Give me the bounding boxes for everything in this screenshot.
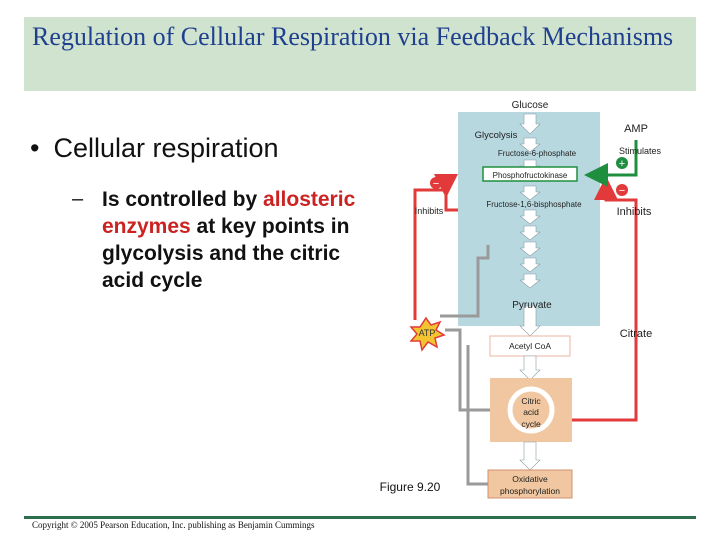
amp-stimulate-line [584,140,638,187]
label-citrate: Citrate [620,328,652,340]
bullet-cellular-respiration: • Cellular respiration [30,133,279,164]
left-minus-sign: − [433,178,439,190]
title-bar [24,17,696,91]
glycolysis-arrow-chain [519,113,541,337]
oxphos-box [487,469,573,499]
label-cycle: cycle [521,419,541,429]
citric-cycle-ring [507,386,555,434]
oxphos-atp-path [466,345,488,486]
slide-title: Regulation of Cellular Respiration via F… [32,22,674,51]
label-glucose: Glucose [512,100,549,111]
right-minus-icon [616,184,628,196]
sub-bullet-part: at key points in glycolysis and the citr… [102,215,350,292]
label-inhibits-right: Inhibits [617,206,652,218]
label-acetyl-coa: Acetyl CoA [509,341,551,351]
sub-bullet-part: Is controlled by [102,188,264,211]
plus-sign: + [619,158,625,170]
right-minus-sign: − [619,185,625,197]
citric-to-oxphos-arrow [519,441,541,471]
sub-bullet-text: Is controlled by allosteric enzymes at k… [102,186,362,294]
footer-divider [24,516,696,519]
sub-bullet-highlight: allosteric enzymes [102,188,356,238]
label-oxidative: Oxidative [512,474,548,484]
atp-star-icon [409,316,446,352]
label-atp: ATP [419,328,436,338]
left-minus-icon [430,177,442,189]
label-citric: Citric [521,396,541,406]
citric-atp-path [445,328,490,412]
label-stimulates: Stimulates [619,146,662,156]
acetyl-to-citric-arrow [519,355,541,381]
label-pyruvate: Pyruvate [512,300,552,311]
bullet-dot-icon: • [30,133,40,163]
label-glycolysis: Glycolysis [475,130,518,141]
label-acid: acid [523,407,539,417]
label-fructose-16-bisphosphate: Fructose-1,6-bisphosphate [486,200,582,209]
copyright-text: Copyright © 2005 Pearson Education, Inc.… [32,520,315,530]
label-phosphorylation: phosphorylation [500,486,560,496]
plus-icon [616,157,628,169]
label-fructose-6-phosphate: Fructose-6-phosphate [498,149,577,158]
label-inhibits-left: Inhibits [415,206,444,216]
label-phosphofructokinase: Phosphofructokinase [493,171,568,180]
label-amp: AMP [624,123,648,135]
sub-bullet-dash: – [72,188,84,210]
figure-caption: Figure 9.20 [380,480,441,494]
bullet-text: Cellular respiration [53,133,279,163]
atp-return-path [440,245,490,318]
phosphofructokinase-box [482,166,578,182]
